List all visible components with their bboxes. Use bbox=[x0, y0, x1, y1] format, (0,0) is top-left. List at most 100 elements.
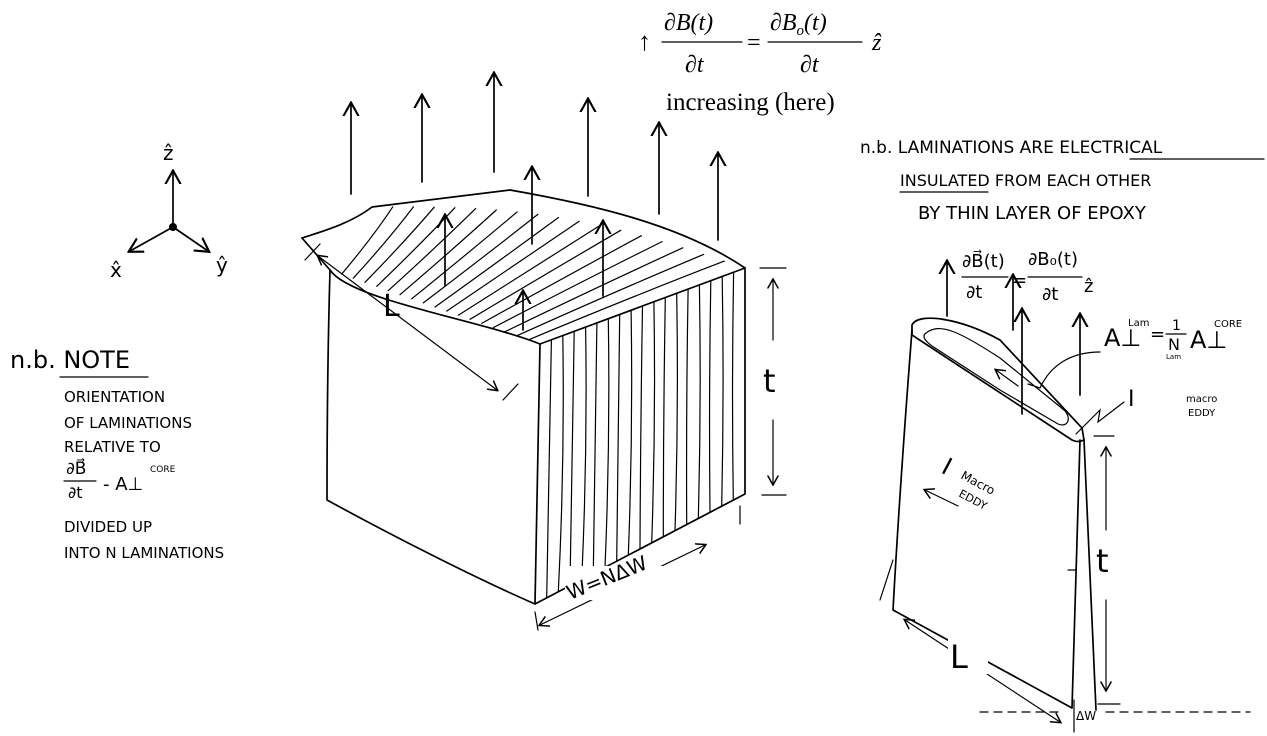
equation-caption: increasing (here) bbox=[666, 89, 835, 116]
lam-area-rhs-sup: CORE bbox=[1214, 319, 1242, 330]
right-note-line-3: BY THIN LAYER OF EPOXY bbox=[918, 203, 1147, 224]
lam-current-top-sub2: EDDY bbox=[1188, 408, 1216, 419]
face-lamination-lines bbox=[546, 271, 735, 599]
left-note-line-1: ORIENTATION bbox=[64, 388, 165, 406]
face-lamination-line bbox=[546, 339, 552, 599]
lam-L-tick bbox=[879, 559, 894, 601]
z-axis-label: ẑ bbox=[163, 141, 174, 165]
equation-rhs-numerator: ∂Bo(t) bbox=[770, 10, 827, 39]
x-axis-arrow bbox=[130, 226, 174, 251]
lam-current-leader bbox=[1075, 401, 1125, 435]
top-eddy-arrow bbox=[996, 370, 1019, 387]
lam-area-frac-sub: Lam bbox=[1166, 353, 1181, 361]
top-lamination-line bbox=[492, 241, 663, 329]
lam-t-label: t bbox=[1096, 542, 1109, 580]
right-note-line-1: n.b. LAMINATIONS ARE ELECTRICAL bbox=[860, 138, 1163, 158]
equation-unit-vector: ẑ bbox=[871, 30, 882, 56]
right-note: n.b. LAMINATIONS ARE ELECTRICAL INSULATE… bbox=[860, 138, 1265, 224]
face-lamination-line bbox=[685, 288, 689, 526]
top-eddy-loop bbox=[923, 328, 1069, 426]
block-L-tick-1 bbox=[304, 243, 321, 261]
top-lamination-line bbox=[341, 206, 394, 275]
top-lamination-line bbox=[516, 253, 705, 337]
left-note: n.b. NOTE ORIENTATION OF LAMINATIONS REL… bbox=[10, 346, 224, 562]
lam-eq-lhs-numerator: ∂B⃗(t) bbox=[962, 250, 1005, 272]
y-axis-label: ŷ bbox=[216, 253, 228, 277]
lam-dw-label: ΔW bbox=[1076, 709, 1096, 723]
face-lamination-line bbox=[592, 322, 598, 574]
top-lamination-line bbox=[504, 247, 684, 333]
face-lamination-line bbox=[581, 326, 587, 581]
lam-area-frac-den: N bbox=[1168, 335, 1180, 354]
left-note-formula-numerator: ∂B⃗ bbox=[66, 457, 86, 479]
face-lamination-line bbox=[627, 309, 633, 556]
block-L-tick-2 bbox=[502, 383, 519, 401]
equation-lhs-denominator: ∂t bbox=[685, 52, 705, 78]
laminated-core-block: L t W=NΔW bbox=[301, 74, 787, 631]
left-note-formula-superscript: CORE bbox=[150, 465, 176, 475]
top-lamination-line bbox=[527, 260, 725, 341]
face-lamination-line bbox=[557, 335, 564, 593]
lam-area-eq: = bbox=[1150, 324, 1165, 345]
equation-arrow: ↑ bbox=[638, 27, 651, 56]
lam-eq-unit: ẑ bbox=[1084, 276, 1093, 297]
y-axis-arrow bbox=[172, 226, 208, 251]
face-lamination-line bbox=[697, 284, 701, 519]
block-left-face bbox=[326, 269, 536, 605]
top-equation: ↑ ∂B(t) ∂t = ∂Bo(t) ∂t ẑ increasing (her… bbox=[638, 10, 882, 116]
coordinate-axes: ẑ x̂ ŷ bbox=[110, 141, 228, 282]
lam-L-label: L bbox=[950, 638, 968, 676]
lam-eq-rhs-numerator: ∂B₀(t) bbox=[1028, 249, 1078, 270]
top-lamination-line bbox=[364, 206, 435, 283]
lam-area-lhs: A⊥ bbox=[1104, 324, 1141, 352]
equation-lhs-numerator: ∂B(t) bbox=[664, 10, 713, 36]
face-lamination-line bbox=[604, 318, 610, 568]
lam-current-top-I: I bbox=[1128, 387, 1135, 412]
x-axis-label: x̂ bbox=[110, 258, 122, 282]
lamination-top-face bbox=[911, 317, 1085, 443]
equation-equals: = bbox=[747, 30, 761, 56]
block-L-label: L bbox=[383, 289, 400, 324]
left-note-line-3: RELATIVE TO bbox=[64, 438, 161, 456]
top-lamination-line bbox=[481, 235, 642, 324]
right-note-line-2: INSULATED FROM EACH OTHER bbox=[900, 171, 1151, 190]
lam-area-leader bbox=[1027, 351, 1101, 389]
face-lamination-line bbox=[674, 292, 678, 532]
lam-eq-rhs-denominator: ∂t bbox=[1042, 284, 1058, 305]
face-lamination-line bbox=[708, 280, 712, 513]
top-lamination-line bbox=[387, 208, 477, 292]
face-lamination-line bbox=[651, 301, 656, 544]
top-lamination-line bbox=[376, 207, 456, 287]
lam-current-top-sub1: macro bbox=[1186, 394, 1217, 405]
left-note-line-2: OF LAMINATIONS bbox=[64, 414, 192, 432]
face-lamination-line bbox=[616, 313, 621, 562]
lam-area-lhs-sup: Lam bbox=[1128, 318, 1149, 329]
left-note-formula-denominator: ∂t bbox=[68, 483, 83, 502]
lam-eq-equals: = bbox=[1012, 270, 1027, 291]
lam-eq-lhs-denominator: ∂t bbox=[966, 282, 982, 303]
left-note-heading: n.b. NOTE bbox=[10, 346, 130, 374]
single-lamination: ∂B⃗(t) ∂t = ∂B₀(t) ∂t ẑ A⊥ Lam = 1 N Lam… bbox=[879, 249, 1251, 733]
left-note-into: INTO N LAMINATIONS bbox=[64, 544, 224, 562]
top-lamination-line bbox=[399, 209, 497, 296]
lam-L-label-bg bbox=[948, 630, 988, 674]
left-note-divided: DIVIDED UP bbox=[64, 518, 152, 536]
block-W-tick-1 bbox=[534, 611, 539, 631]
lam-area-rhs: A⊥ bbox=[1190, 326, 1227, 354]
block-top-back-edge bbox=[301, 189, 746, 269]
face-lamination-line bbox=[662, 297, 666, 538]
top-lamination-line bbox=[434, 216, 560, 308]
block-t-label: t bbox=[763, 362, 776, 400]
lamination-side-faces bbox=[892, 329, 1081, 709]
face-lamination-line bbox=[639, 305, 644, 550]
lam-face-eddy-arrow bbox=[925, 490, 959, 507]
equation-rhs-denominator: ∂t bbox=[800, 52, 820, 78]
left-note-formula-tail: - A⊥ bbox=[103, 474, 143, 495]
lamination-edge bbox=[1083, 439, 1097, 711]
face-lamination-line bbox=[721, 275, 724, 507]
face-lamination-line bbox=[731, 271, 735, 501]
lam-area-frac-num: 1 bbox=[1172, 318, 1181, 334]
block-W-label-bg bbox=[565, 566, 685, 600]
